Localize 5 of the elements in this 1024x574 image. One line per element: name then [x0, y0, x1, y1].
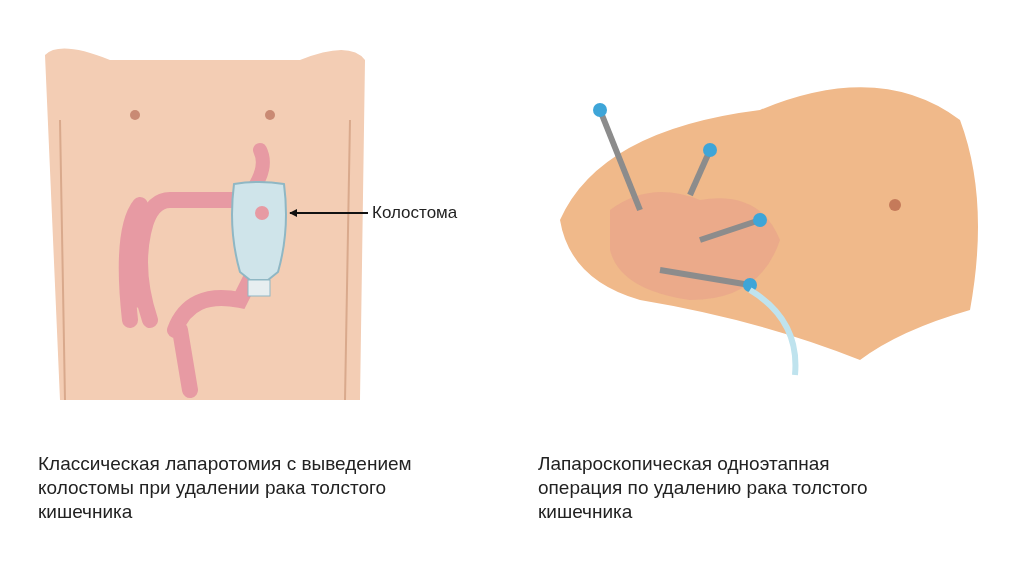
leader-line — [289, 209, 369, 217]
caption-text: Лапароскопическая одноэтапная операция по удалению рака толстого кишечника — [538, 452, 869, 524]
callout-label: Колостома — [372, 203, 458, 223]
colostomy-bag — [228, 180, 290, 300]
caption-text: Классическая лапаротомия с выведением колостомы при удалении рака толстого кишечника — [38, 452, 413, 524]
